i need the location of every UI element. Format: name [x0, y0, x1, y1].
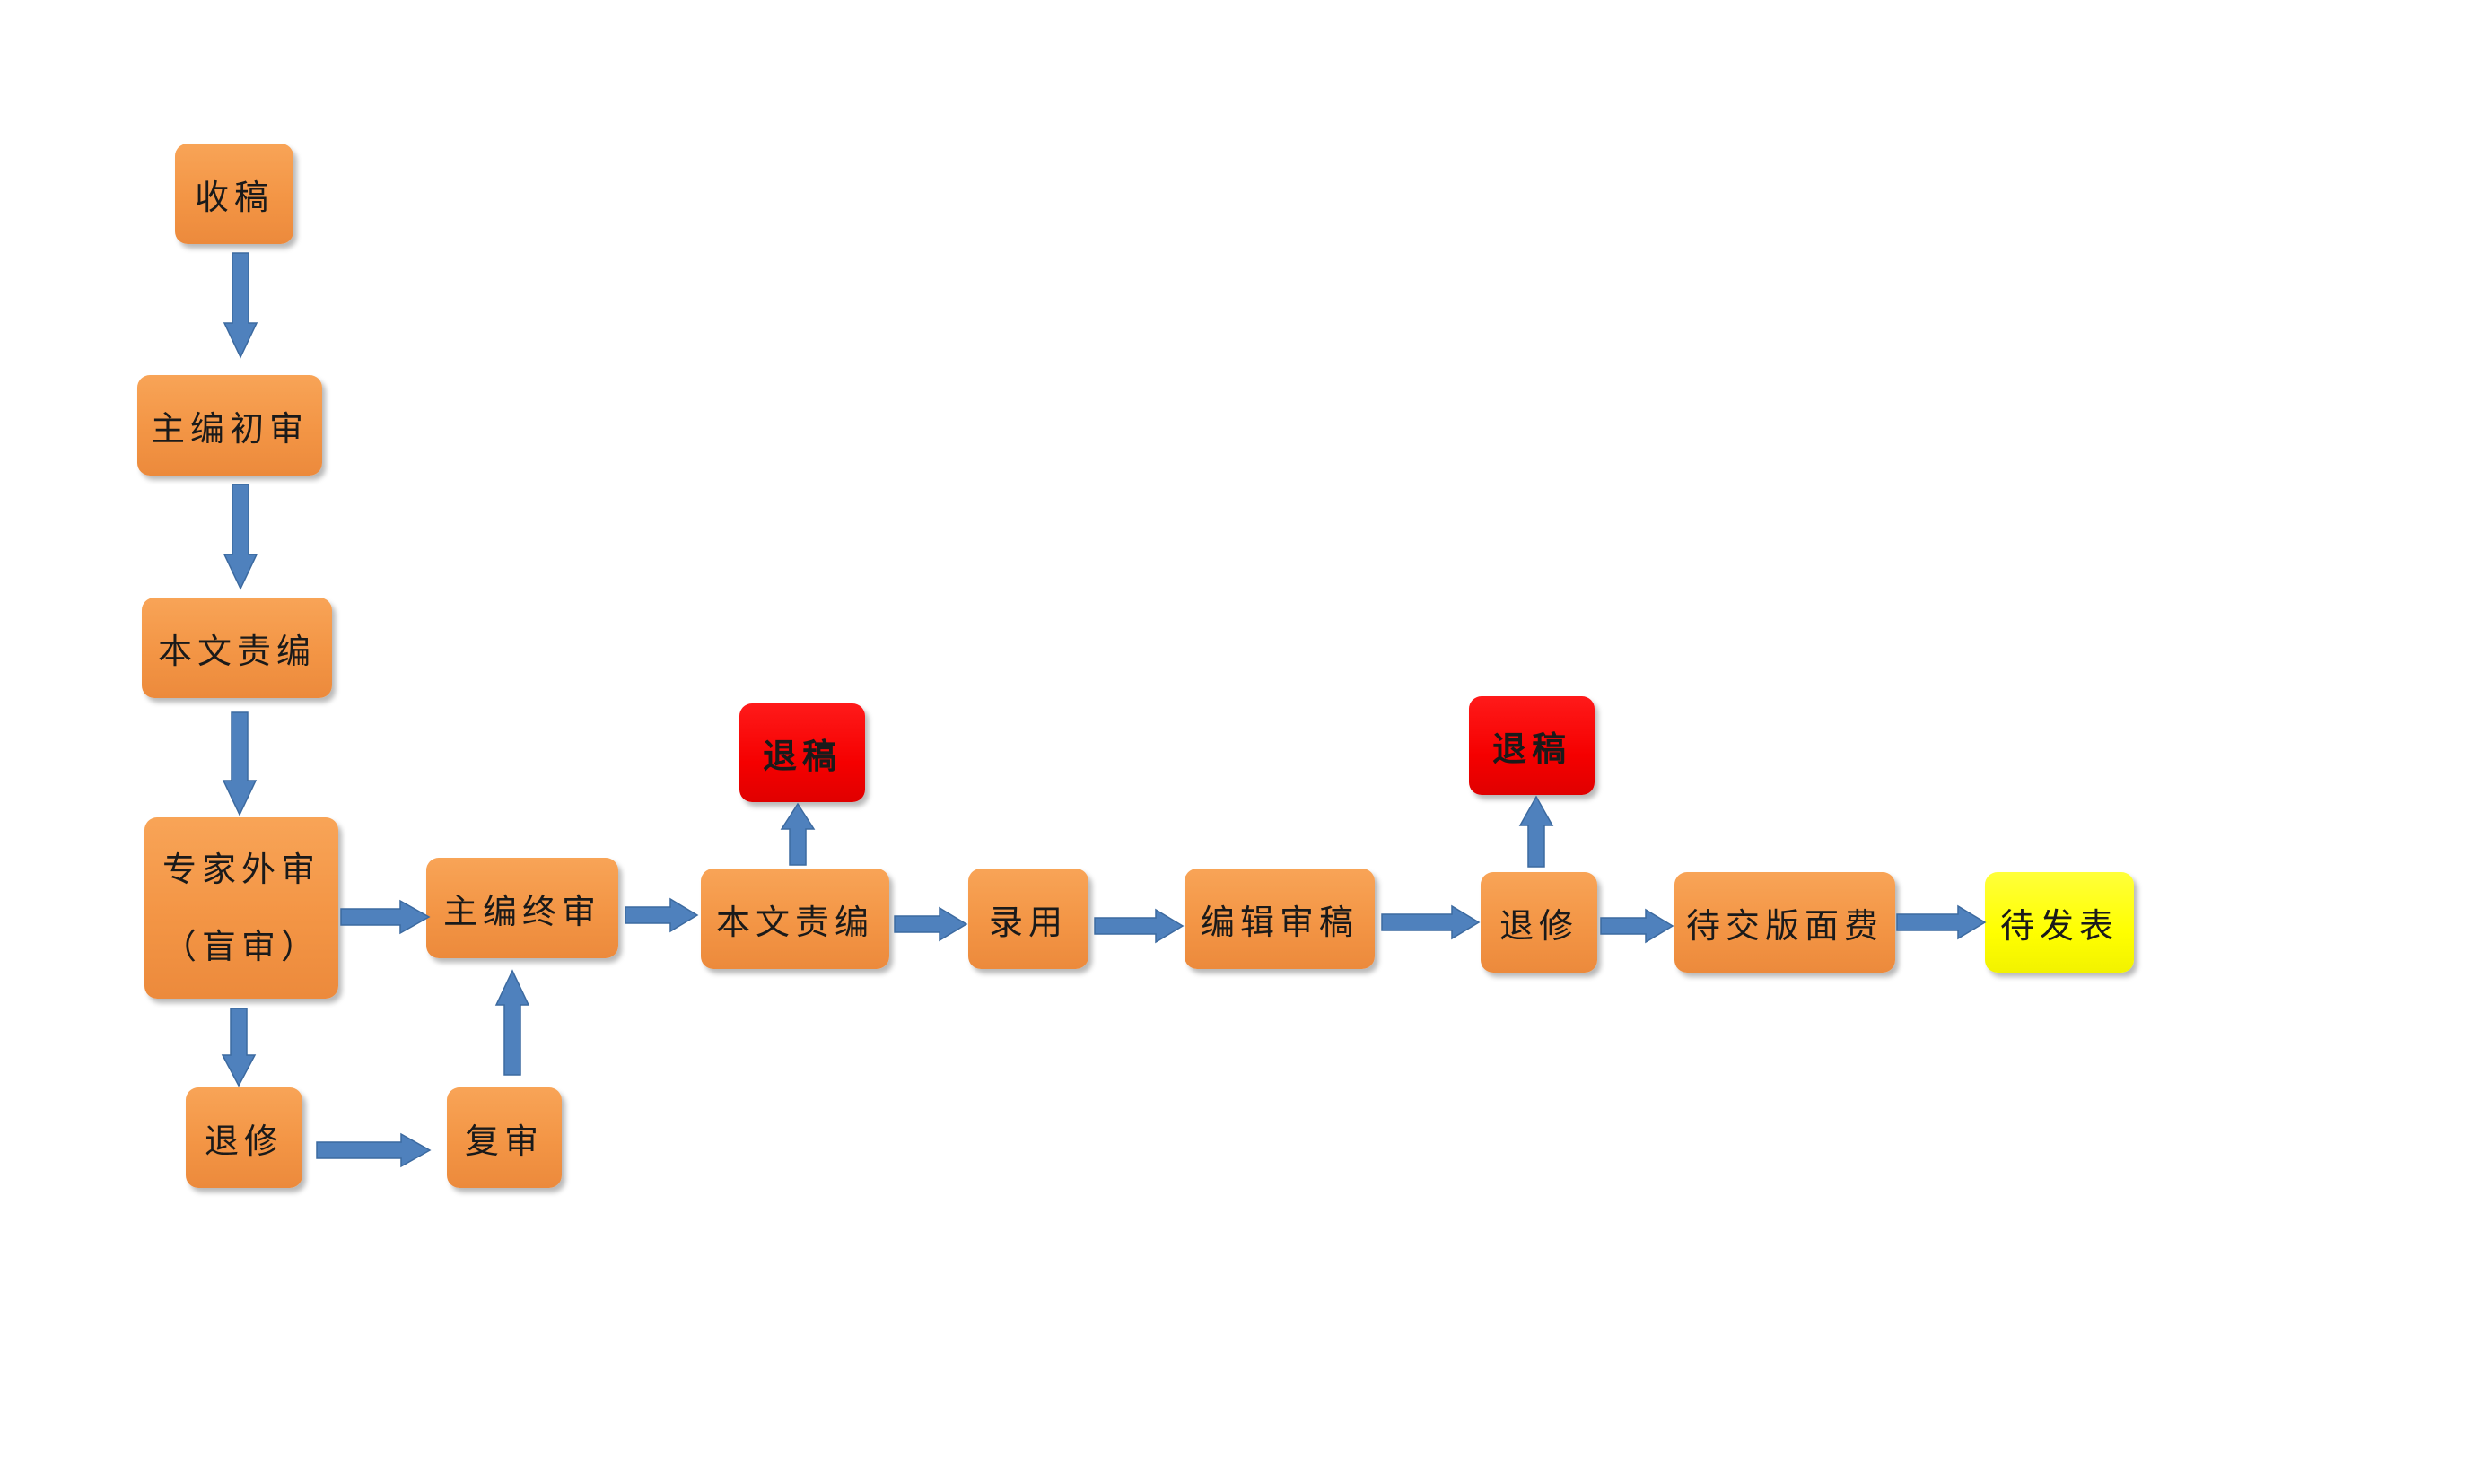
node-label: 收稿: [194, 177, 274, 217]
node-label: 退稿: [762, 735, 842, 776]
node-label-line1: 专家外审: [162, 850, 320, 889]
arrow-right-icon: [1094, 908, 1185, 944]
arrow-down-icon: [221, 1008, 257, 1087]
arrow-down-icon: [223, 484, 258, 590]
node-label: 编辑审稿: [1200, 902, 1359, 942]
node-label: 复审: [464, 1121, 544, 1161]
node-return-for-revision[interactable]: 退修: [186, 1087, 302, 1188]
node-page-fee-pending[interactable]: 待交版面费: [1674, 872, 1895, 973]
arrow-right-icon: [340, 899, 431, 935]
node-label: 主编终审: [442, 891, 601, 931]
node-responsible-editor[interactable]: 本文责编: [142, 598, 332, 698]
node-expert-external-review[interactable]: 专家外审 （盲审）: [144, 817, 338, 999]
node-chief-editor-initial-review[interactable]: 主编初审: [137, 375, 322, 476]
node-responsible-editor-2[interactable]: 本文责编: [701, 869, 889, 969]
arrow-right-icon: [316, 1132, 432, 1168]
node-label: 本文责编: [157, 631, 316, 671]
node-receive-manuscript[interactable]: 收稿: [175, 144, 293, 244]
node-reject-1[interactable]: 退稿: [739, 703, 865, 802]
node-label: 待交版面费: [1685, 905, 1884, 946]
node-accepted[interactable]: 录用: [968, 869, 1088, 969]
node-re-review[interactable]: 复审: [447, 1087, 562, 1188]
node-editorial-review[interactable]: 编辑审稿: [1185, 869, 1375, 969]
arrow-right-icon: [1896, 904, 1987, 940]
arrow-up-icon: [780, 802, 816, 866]
node-return-for-revision-2[interactable]: 退修: [1481, 872, 1597, 973]
arrow-right-icon: [894, 906, 968, 942]
node-label: 录用: [988, 902, 1068, 942]
node-label: 退稿: [1491, 728, 1571, 769]
node-label-line2: （盲审）: [162, 927, 320, 966]
node-label-group: 专家外审 （盲审）: [162, 831, 320, 985]
node-label: 退修: [204, 1121, 284, 1161]
node-label: 主编初审: [150, 408, 309, 449]
node-label: 本文责编: [715, 902, 874, 942]
arrow-right-icon: [1381, 904, 1481, 940]
arrow-up-icon: [494, 969, 530, 1076]
node-pending-publication[interactable]: 待发表: [1985, 872, 2134, 973]
arrow-right-icon: [1600, 908, 1674, 944]
arrow-up-icon: [1518, 795, 1554, 868]
node-reject-2[interactable]: 退稿: [1469, 696, 1595, 795]
node-label: 待发表: [1999, 905, 2119, 946]
arrow-down-icon: [223, 252, 258, 359]
node-chief-editor-final-review[interactable]: 主编终审: [426, 858, 618, 958]
arrow-down-icon: [222, 711, 258, 816]
arrow-right-icon: [625, 897, 699, 933]
node-label: 退修: [1499, 905, 1578, 946]
